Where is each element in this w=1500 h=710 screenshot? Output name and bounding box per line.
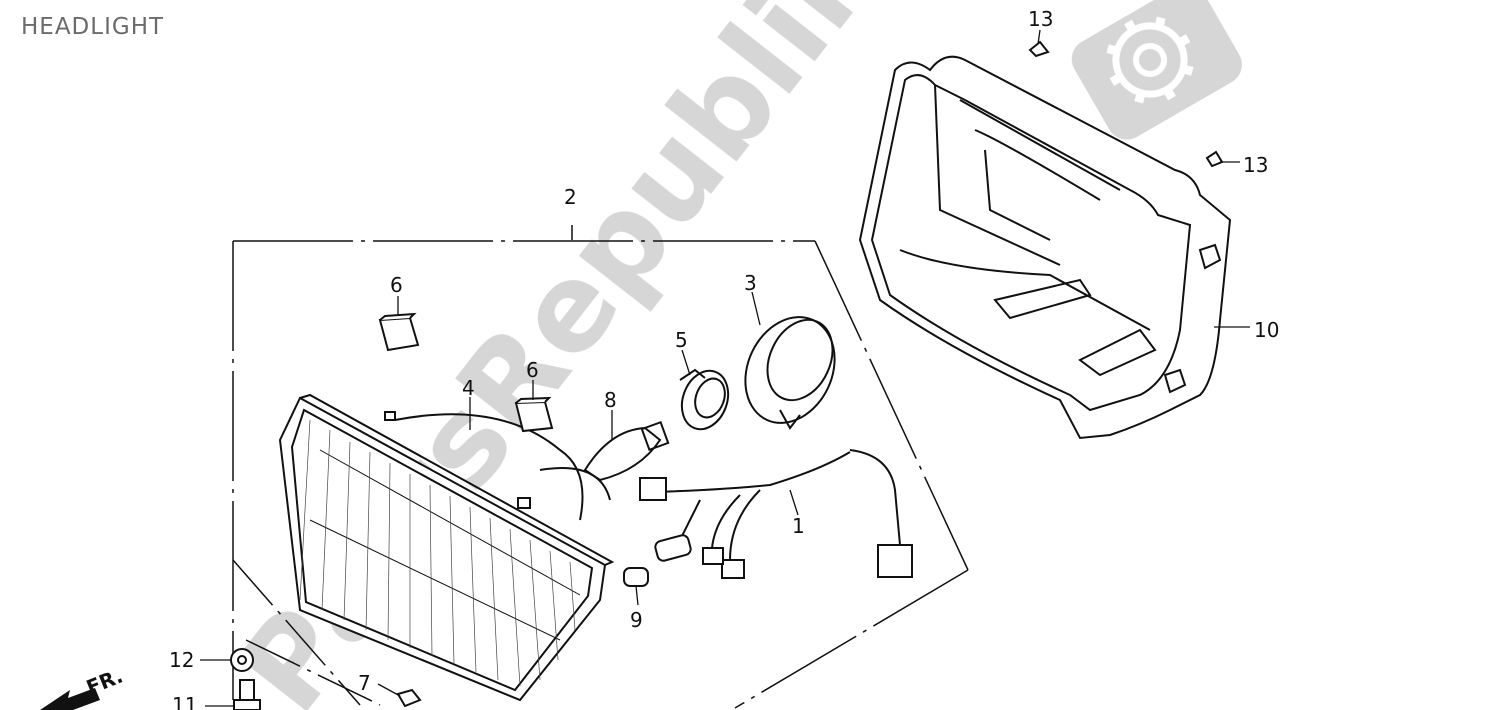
callouts: 2 6 6 4 8 5 3 1 9 10 13 13 12 11 7 bbox=[169, 7, 1279, 710]
bulb-holder bbox=[679, 368, 730, 431]
callout-7: 7 bbox=[358, 671, 371, 695]
socket-cover bbox=[744, 316, 836, 430]
callout-13-right: 13 bbox=[1243, 153, 1268, 177]
clip-13-upper bbox=[1028, 40, 1050, 58]
callout-1: 1 bbox=[792, 514, 805, 538]
callout-9: 9 bbox=[630, 608, 643, 632]
callout-11: 11 bbox=[172, 693, 197, 710]
screw-11 bbox=[233, 679, 261, 710]
callout-8: 8 bbox=[604, 388, 617, 412]
front-direction-indicator: FR. bbox=[40, 664, 126, 710]
nut-7 bbox=[396, 688, 422, 708]
headlight-case bbox=[858, 55, 1232, 440]
clip-13-right bbox=[1205, 150, 1224, 168]
arrow-left-icon bbox=[40, 688, 100, 710]
callout-3: 3 bbox=[744, 271, 757, 295]
headlight-unit bbox=[278, 393, 615, 702]
callout-4: 4 bbox=[462, 376, 475, 400]
washer-12 bbox=[230, 648, 254, 672]
callout-6-upper: 6 bbox=[390, 273, 403, 297]
callout-2: 2 bbox=[564, 185, 577, 209]
callout-13-upper: 13 bbox=[1028, 7, 1053, 31]
position-lamp-bulb bbox=[623, 567, 649, 587]
assembly-outline bbox=[232, 225, 969, 709]
rubber-cap-lower bbox=[514, 396, 554, 433]
headlight-bulb bbox=[583, 420, 670, 482]
callout-10: 10 bbox=[1254, 318, 1279, 342]
page-title: HEADLIGHT bbox=[21, 14, 165, 40]
leader-lines bbox=[200, 29, 1250, 707]
rubber-cap-upper bbox=[378, 312, 420, 352]
gear-icon bbox=[1071, 0, 1242, 140]
callout-5: 5 bbox=[675, 328, 688, 352]
front-label: FR. bbox=[83, 664, 126, 700]
callout-6-lower: 6 bbox=[526, 358, 539, 382]
wire-harness bbox=[639, 449, 913, 579]
callout-12: 12 bbox=[169, 648, 194, 672]
